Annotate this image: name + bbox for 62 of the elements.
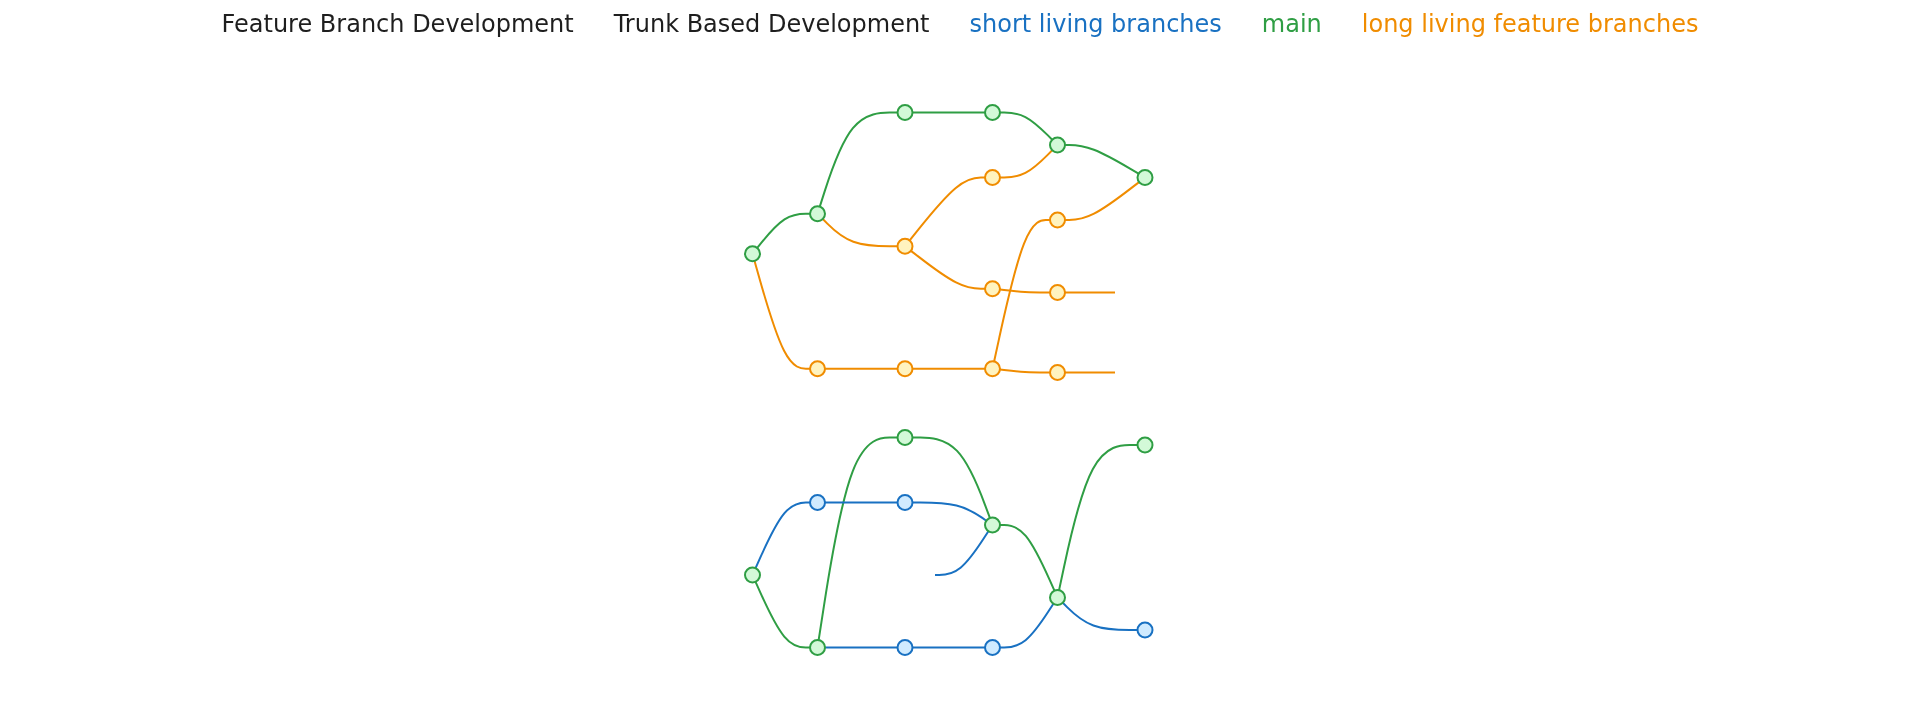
node-circle (1049, 211, 1066, 229)
node-circle (896, 104, 914, 121)
node-circle (1136, 621, 1154, 639)
node-circle (744, 245, 761, 263)
node-circle (1049, 364, 1066, 381)
note-label: main (1261, 10, 1322, 40)
node-circle (896, 494, 914, 511)
connector (824, 367, 899, 370)
node-circle (809, 494, 826, 511)
node-circle (896, 360, 914, 378)
node-circle (1049, 136, 1066, 154)
node-circle (1136, 169, 1154, 186)
section-heading: Feature Branch Development (221, 10, 574, 40)
node-circle (984, 169, 1001, 186)
connector (753, 259, 811, 370)
connector (821, 218, 899, 248)
node-circle (984, 516, 1001, 534)
connector (999, 524, 1056, 592)
note-label: long living feature branches (1361, 10, 1699, 40)
connector (999, 602, 1055, 649)
connector (1064, 291, 1116, 294)
connector (817, 436, 899, 642)
node-circle (1136, 436, 1154, 454)
node-circle (984, 639, 1001, 656)
note-label: short living branches (969, 10, 1222, 40)
connector (756, 212, 811, 249)
node-circle (896, 429, 914, 446)
node-circle (744, 566, 761, 584)
node-circle (809, 205, 826, 223)
node-circle (896, 237, 914, 255)
connector (999, 111, 1054, 141)
connector (911, 646, 986, 649)
node-circle (984, 280, 1001, 298)
connector (1064, 144, 1140, 175)
connector (998, 288, 1051, 294)
connector (908, 176, 986, 242)
node-circle (809, 360, 826, 378)
node-circle (984, 360, 1001, 378)
connector (754, 580, 811, 649)
section-heading: Trunk Based Development (613, 10, 930, 40)
connector (1064, 371, 1116, 374)
node-circle (1049, 284, 1066, 301)
connector (824, 646, 899, 649)
connector (754, 501, 811, 570)
connector (911, 501, 988, 522)
connector (909, 249, 986, 290)
connector (998, 368, 1051, 374)
node-circle (984, 104, 1001, 121)
connector (1058, 444, 1139, 592)
connector (1061, 601, 1139, 631)
connector (818, 111, 899, 208)
node-circle (896, 639, 914, 656)
connector (1064, 181, 1141, 221)
connector (911, 367, 986, 370)
node-circle (809, 639, 826, 656)
connector (911, 436, 991, 519)
connector (993, 219, 1051, 363)
connector (824, 501, 899, 504)
connector (999, 149, 1054, 179)
node-circle (1049, 589, 1066, 606)
connector (911, 111, 986, 114)
connector (934, 530, 990, 576)
